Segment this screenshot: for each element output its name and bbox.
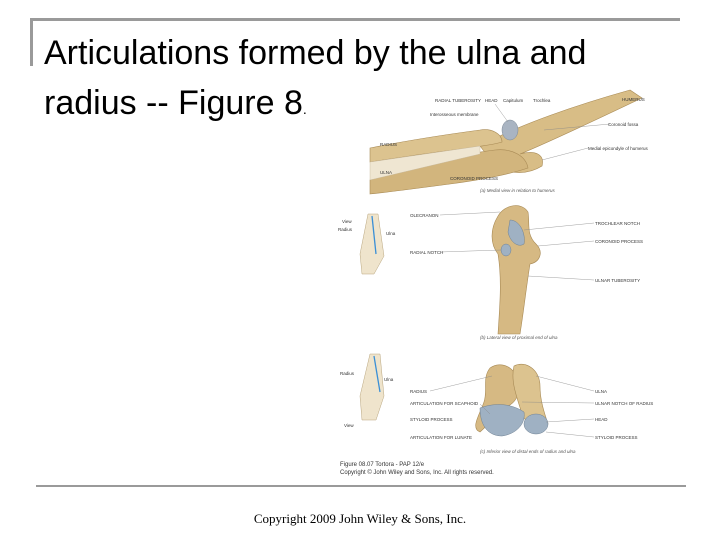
figure-credit-line-1: Figure 08.07 Tortora - PAP 12/e <box>340 462 425 468</box>
panel-b: OLECRANON TROCHLEAR NOTCH CORONOID PROCE… <box>410 206 643 340</box>
copyright-notice: Copyright 2009 John Wiley & Sons, Inc. <box>0 511 720 527</box>
inset-c-radius: Radius <box>340 371 355 376</box>
inset-b-view: View <box>342 219 352 224</box>
inset-b-radius: Radius <box>338 227 353 232</box>
panel-a: RADIAL TUBEROSITY HEAD Capitulum Trochle… <box>370 90 649 194</box>
top-rule <box>30 18 680 21</box>
label-styloid-left: STYLOID PROCESS <box>410 417 453 422</box>
inset-b: View Radius Ulna <box>338 214 396 274</box>
leader-trochlear-notch <box>524 223 594 230</box>
label-head-a: HEAD <box>485 98 498 103</box>
label-trochlea: Trochlea <box>533 98 551 103</box>
leader-coronoid-b <box>538 241 594 246</box>
label-articulation-scaphoid: ARTICULATION FOR SCAPHOID <box>410 401 479 406</box>
label-capitulum: Capitulum <box>503 98 524 103</box>
inset-c-arm <box>360 354 384 420</box>
leader-capitulum <box>495 104 508 122</box>
label-coronoid-fossa: Coronoid fossa <box>608 122 639 127</box>
anatomy-figure: RADIAL TUBEROSITY HEAD Capitulum Trochle… <box>330 84 660 484</box>
label-olecranon: OLECRANON <box>410 213 439 218</box>
leader-head-c <box>546 419 594 422</box>
label-styloid-right: STYLOID PROCESS <box>595 435 638 440</box>
label-coronoid-process-b: CORONOID PROCESS <box>595 239 643 244</box>
label-coronoid-process-a: CORONOID PROCESS <box>450 176 498 181</box>
leader-olecranon <box>440 212 500 215</box>
capitulum-cartilage <box>502 120 518 140</box>
label-ulnar-tuberosity: ULNAR TUBEROSITY <box>595 278 640 283</box>
label-ulna-c: ULNA <box>595 389 607 394</box>
label-ulna-a: ULNA <box>380 170 392 175</box>
leader-radial-notch <box>440 250 501 252</box>
title-line-1: Articulations formed by the ulna and <box>44 28 684 78</box>
leader-ulnar-tuberosity <box>528 276 594 280</box>
label-radius-a: RADIUS <box>380 142 397 147</box>
carpal-articular-surface <box>480 405 524 436</box>
label-head-c: HEAD <box>595 417 608 422</box>
inset-b-arm <box>360 214 384 274</box>
label-radial-tuberosity: RADIAL TUBEROSITY <box>435 98 481 103</box>
figure-credit-line-2: Copyright © John Wiley and Sons, Inc. Al… <box>340 469 494 476</box>
label-radius-c: RADIUS <box>410 389 427 394</box>
label-ulnar-notch: ULNAR NOTCH OF RADIUS <box>595 401 653 406</box>
bottom-rule <box>36 485 686 487</box>
caption-c: (c) Inferior view of distal ends of radi… <box>480 449 576 454</box>
inset-b-ulna: Ulna <box>386 231 396 236</box>
label-trochlear-notch: TROCHLEAR NOTCH <box>595 221 640 226</box>
inset-c-ulna: Ulna <box>384 377 394 382</box>
label-radial-notch: RADIAL NOTCH <box>410 250 443 255</box>
caption-b: (b) Lateral view of proximal end of ulna <box>480 335 558 340</box>
panel-c: RADIUS ULNA ARTICULATION FOR SCAPHOID UL… <box>410 364 653 454</box>
label-articulation-lunate: ARTICULATION FOR LUNATE <box>410 435 472 440</box>
label-interosseous-membrane: Interosseous membrane <box>430 112 479 117</box>
leader-radius-c <box>430 376 492 391</box>
caption-a: (a) Medial view in relation to humerus <box>480 188 556 193</box>
inset-c-view: View <box>344 423 354 428</box>
leader-epicondyle <box>542 148 588 160</box>
label-humerus: HUMERUS <box>622 97 645 102</box>
leader-ulna-c <box>536 376 594 391</box>
title-dot: . <box>303 101 307 117</box>
ulnar-head-surface <box>524 414 548 434</box>
radial-notch <box>501 244 511 256</box>
leader-styloid-right <box>546 432 594 437</box>
left-rule <box>30 18 33 66</box>
inset-c: Radius Ulna View <box>340 354 394 428</box>
label-medial-epicondyle: Medial epicondyle of humerus <box>588 146 649 151</box>
title-line-2-text: radius -- Figure 8 <box>44 84 303 122</box>
